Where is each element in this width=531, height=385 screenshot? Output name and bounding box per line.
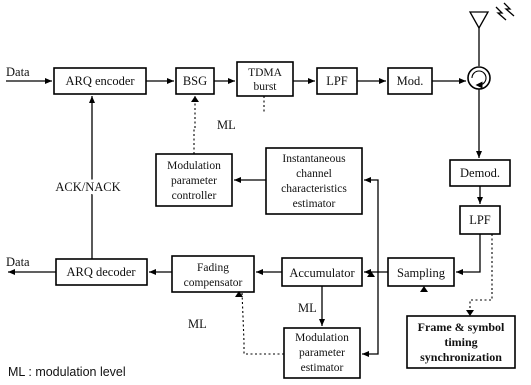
demodulator-label: Demod. bbox=[460, 166, 500, 180]
mpc-line2: parameter bbox=[171, 175, 217, 187]
arq-encoder-label: ARQ encoder bbox=[65, 74, 135, 88]
antenna-icon bbox=[468, 2, 515, 66]
bsg-block bbox=[175, 67, 215, 95]
fading-label: Fading bbox=[197, 262, 229, 274]
modulation-parameter-controller-block bbox=[155, 153, 233, 207]
data-output-label: Data bbox=[6, 255, 30, 269]
tdma-label: TDMA bbox=[248, 67, 283, 79]
compensator-label: compensator bbox=[184, 277, 243, 289]
tdma-burst-block bbox=[236, 61, 294, 97]
fading-compensator-block bbox=[171, 255, 255, 293]
icce-line1: Instantaneous bbox=[282, 153, 346, 165]
icce-line3: characteristics bbox=[281, 183, 347, 195]
channel-estimator-block bbox=[265, 147, 363, 215]
tx-lpf-label: LPF bbox=[326, 74, 348, 88]
frame-symbol-sync-block bbox=[406, 315, 516, 369]
sampling-label: Sampling bbox=[397, 266, 446, 280]
ml-top-label: ML bbox=[217, 118, 236, 132]
modulator-label: Mod. bbox=[397, 74, 424, 88]
sync-line3: synchronization bbox=[420, 350, 502, 364]
data-input-label: Data bbox=[6, 65, 30, 79]
circulator-icon bbox=[467, 66, 491, 90]
mpc-line1: Modulation bbox=[167, 160, 221, 172]
mpe-line3: estimator bbox=[301, 362, 344, 374]
arq-decoder-label: ARQ decoder bbox=[66, 265, 136, 279]
rx-lpf-label: LPF bbox=[469, 213, 491, 227]
sync-line1: Frame & symbol bbox=[418, 320, 505, 334]
bsg-label: BSG bbox=[183, 74, 207, 88]
ml-left-label: ML bbox=[188, 317, 207, 331]
ml-mid-label: ML bbox=[298, 301, 317, 315]
modulation-parameter-estimator-block bbox=[283, 327, 361, 379]
accumulator-label: Accumulator bbox=[289, 266, 355, 280]
demodulator-block bbox=[449, 159, 511, 187]
svg-text:ACK/NACK: ACK/NACK bbox=[55, 180, 120, 194]
icce-line2: channel bbox=[296, 168, 332, 180]
legend-label: ML : modulation level bbox=[8, 365, 126, 379]
ack-nack-label: ACK/NACK bbox=[55, 180, 120, 194]
modulator-block bbox=[387, 67, 433, 95]
mpc-line3: controller bbox=[172, 190, 217, 202]
mpe-line2: parameter bbox=[299, 347, 345, 359]
burst-label: burst bbox=[254, 81, 278, 93]
sync-line2: timing bbox=[444, 335, 477, 349]
icce-line4: estimator bbox=[293, 198, 336, 210]
mpe-line1: Modulation bbox=[295, 332, 349, 344]
arq-decoder-block bbox=[55, 258, 148, 286]
svg-text:Data: Data bbox=[6, 65, 30, 79]
